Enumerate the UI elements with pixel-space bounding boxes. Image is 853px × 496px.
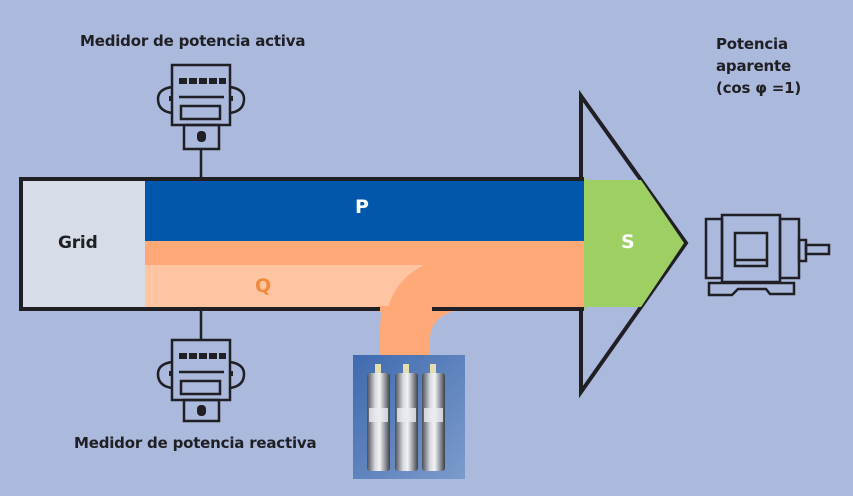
apparent-power-caption: Potencia aparente (cos φ =1) [716,33,801,99]
capacitor-bank-photo [353,355,465,479]
reactive-meter-icon [156,338,246,423]
active-power-band [145,180,584,241]
active-power-label: P [355,196,369,218]
capacitor-2 [395,364,418,471]
reactive-power-label: Q [255,275,272,297]
reactive-power-band-dark [145,241,584,265]
grid-label: Grid [58,233,98,253]
grid-cell [22,180,145,308]
active-meter-icon [156,63,246,151]
capacitor-3 [422,364,445,471]
capacitor-1 [367,364,390,471]
reactive-power-band-light [145,265,424,308]
apparent-power-caption-line-1: Potencia [716,35,788,53]
apparent-power-label: S [621,231,635,253]
active-meter-label: Medidor de potencia activa [80,32,306,50]
apparent-power-region [584,180,684,307]
apparent-power-caption-line-3: (cos φ =1) [716,79,802,97]
electric-motor-icon [704,213,831,297]
reactive-meter-label: Medidor de potencia reactiva [74,434,317,452]
apparent-power-caption-line-2: aparente [716,57,791,75]
